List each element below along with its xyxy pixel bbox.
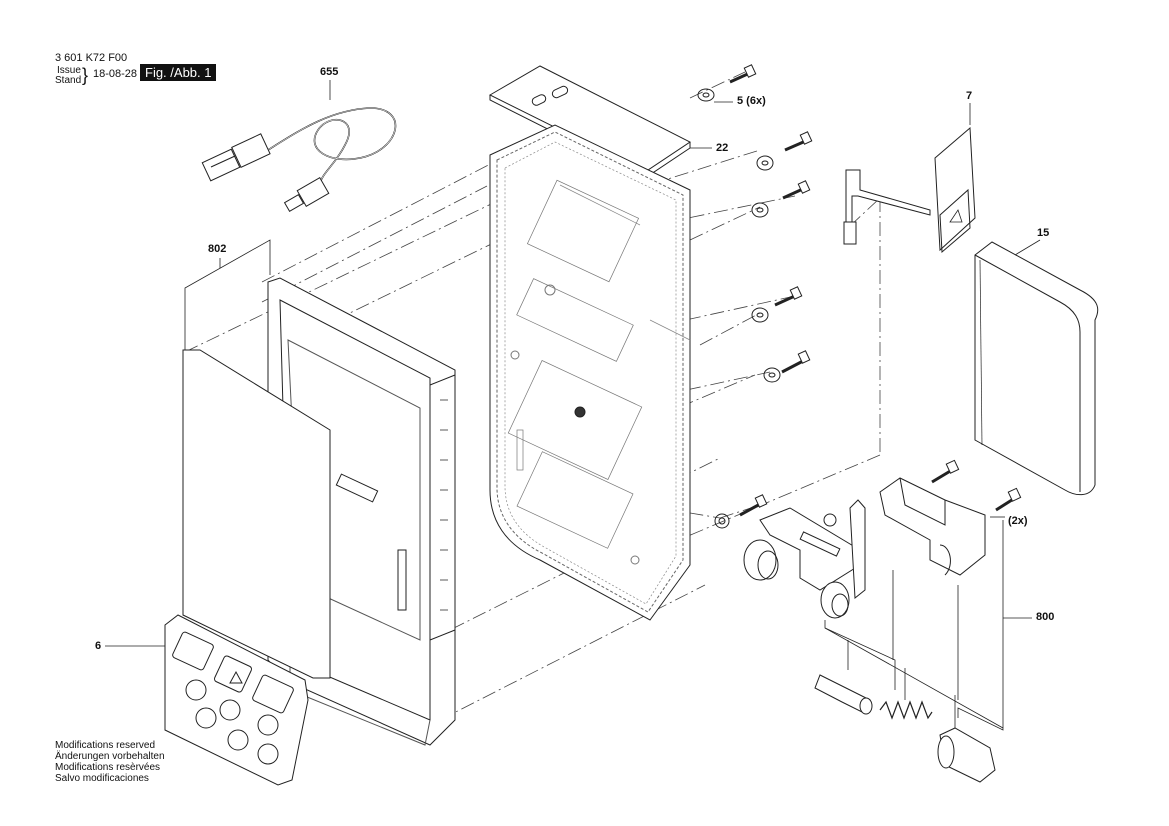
callout-802: 802 bbox=[208, 243, 227, 255]
modification-notes: Modifications reserved Änderungen vorbeh… bbox=[55, 740, 165, 784]
callout-655: 655 bbox=[320, 66, 339, 78]
washer-4 bbox=[751, 307, 769, 323]
screw-6 bbox=[739, 494, 768, 517]
note-en: Modifications reserved bbox=[55, 740, 156, 751]
washer-6 bbox=[714, 513, 730, 529]
spring bbox=[879, 700, 933, 720]
screw-3 bbox=[782, 180, 811, 200]
screw-8 bbox=[995, 487, 1022, 512]
washer-2 bbox=[756, 155, 774, 171]
callout-15: 15 bbox=[1037, 227, 1050, 239]
screw-4 bbox=[774, 286, 803, 307]
keypad-membrane bbox=[164, 614, 309, 786]
figure-label: Fig. /Abb. 1 bbox=[140, 64, 217, 81]
doc-number: 3 601 K72 F00 bbox=[55, 52, 128, 64]
screw-1 bbox=[729, 64, 757, 84]
washer-1 bbox=[697, 88, 715, 102]
washer-5 bbox=[763, 367, 781, 383]
note-es: Salvo modificaciones bbox=[55, 773, 149, 784]
bracket-assembly bbox=[743, 477, 996, 783]
screw-2 bbox=[784, 131, 813, 152]
stand-label: Stand bbox=[55, 75, 82, 86]
plunger bbox=[937, 727, 996, 783]
note-fr: Modifications resèrvées bbox=[55, 762, 161, 773]
callout-7: 7 bbox=[966, 90, 973, 102]
issue-brace: } bbox=[82, 65, 89, 85]
washer-3 bbox=[751, 202, 769, 218]
callout-2x: (2x) bbox=[1008, 515, 1028, 527]
flex-cable-assembly bbox=[843, 126, 976, 254]
battery-pack bbox=[974, 241, 1099, 496]
issue-date: 18-08-28 bbox=[93, 68, 138, 80]
callout-6: 6 bbox=[95, 640, 102, 652]
note-de: Änderungen vorbehalten bbox=[55, 751, 165, 762]
issue-label: Issue bbox=[57, 65, 81, 76]
display-window bbox=[182, 349, 331, 679]
main-housing bbox=[489, 124, 691, 621]
callout-5: 5 (6x) bbox=[737, 95, 766, 107]
screws-and-washers bbox=[697, 64, 1022, 529]
callout-22: 22 bbox=[716, 142, 729, 154]
screw-7 bbox=[931, 459, 960, 484]
callout-800: 800 bbox=[1036, 611, 1055, 623]
usb-cable bbox=[201, 107, 397, 213]
pin-left bbox=[814, 674, 873, 715]
screw-5 bbox=[781, 350, 811, 374]
